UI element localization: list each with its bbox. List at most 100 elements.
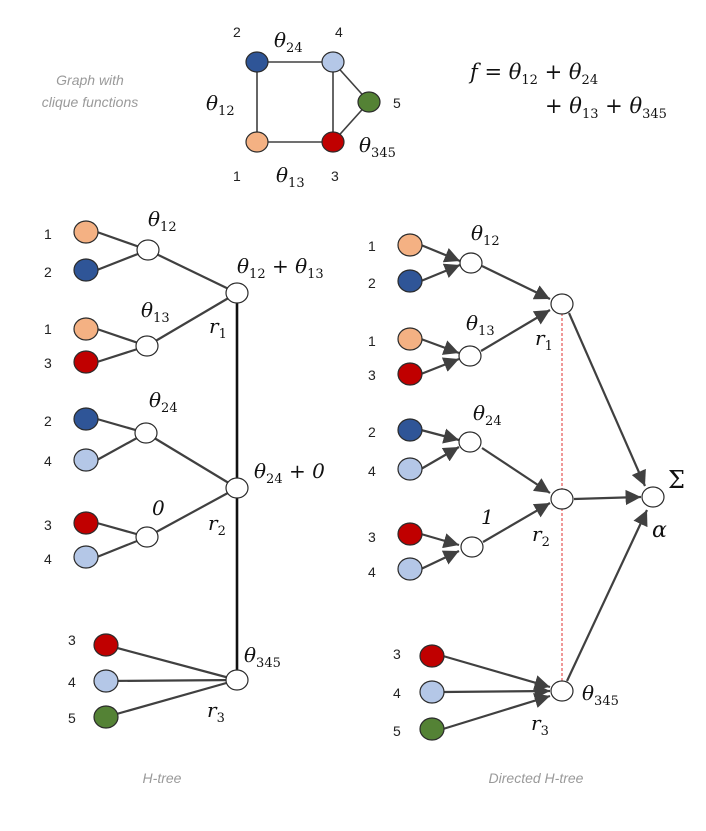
htree-leaf-label: 4	[44, 453, 52, 469]
directed-inner-label: θ13​	[466, 311, 495, 339]
graph-clique-theta13: θ13​	[276, 163, 305, 191]
htree-leaf-label: 1	[44, 226, 52, 242]
directed-edge	[481, 265, 551, 300]
htree-edge	[105, 678, 238, 683]
h-tree-panel: 1 2 1 3 2 4 3 4 3 4 5 θ12​ θ13​ θ24​ 0 r…	[44, 207, 325, 786]
htree-root-label: r3​	[207, 698, 225, 726]
graph-label-3: 3	[331, 168, 339, 184]
directed-leaf-3	[419, 644, 445, 668]
htree-leaf-label: 4	[68, 674, 76, 690]
directed-leaf-3	[397, 362, 423, 386]
htree-leaf-label: 3	[44, 517, 52, 533]
directed-root-r3	[550, 680, 574, 702]
directed-edge	[420, 446, 460, 470]
htree-root-value: θ12​ + θ13​	[237, 254, 324, 282]
htree-inner-theta12	[136, 239, 160, 261]
directed-leaf-label: 4	[368, 564, 376, 580]
htree-edge	[145, 432, 238, 489]
directed-edge	[442, 654, 551, 691]
directed-edge	[420, 263, 461, 283]
graph-panel: Graph with clique functions 2 4 1 3 5 θ2…	[42, 24, 667, 191]
htree-inner-label: θ13​	[141, 298, 170, 326]
directed-leaf-label: 4	[393, 685, 401, 701]
htree-inner-label: θ12​	[148, 207, 177, 235]
directed-inner-theta24	[458, 431, 482, 453]
directed-inner-one	[460, 536, 484, 558]
directed-edge	[420, 532, 460, 549]
directed-leaf-1	[397, 327, 423, 351]
htree-root-label: r1​	[209, 314, 227, 342]
sum-symbol: Σ	[668, 466, 685, 494]
directed-root-label: r1​	[535, 326, 553, 354]
directed-leaf-label: 5	[393, 723, 401, 739]
htree-leaf-2	[73, 407, 99, 431]
graph-vertex-5	[357, 91, 381, 113]
htree-edge	[105, 643, 238, 682]
directed-leaf-3	[397, 522, 423, 546]
graph-vertex-3	[321, 131, 345, 153]
directed-leaf-label: 3	[393, 646, 401, 662]
directed-edge	[420, 428, 460, 444]
htree-root-r2	[225, 477, 249, 499]
directed-leaf-label: 3	[368, 367, 376, 383]
directed-inner-label: θ24​	[473, 401, 502, 429]
directed-inner-label: θ12​	[471, 221, 500, 249]
directed-leaf-label: 1	[368, 333, 376, 349]
directed-edge	[420, 337, 460, 355]
graph-vertex-1	[245, 131, 269, 153]
htree-edge	[146, 487, 238, 538]
htree-root-label: r2​	[208, 511, 226, 539]
htree-root-r1	[225, 282, 249, 304]
directed-edge	[573, 489, 642, 506]
directed-root-label: r3​	[531, 711, 549, 739]
htree-inner-zero	[135, 526, 159, 548]
directed-leaf-4	[397, 457, 423, 481]
directed-alpha-node	[641, 486, 665, 508]
graph-label-5: 5	[393, 95, 401, 111]
htree-leaf-4	[73, 448, 99, 472]
directed-leaf-label: 3	[368, 529, 376, 545]
directed-leaf-5	[419, 717, 445, 741]
directed-leaf-1	[397, 233, 423, 257]
directed-edge	[567, 312, 647, 487]
directed-inner-theta12	[459, 252, 483, 274]
htree-leaf-label: 2	[44, 413, 52, 429]
htree-leaf-5	[93, 705, 119, 729]
directed-edge	[481, 447, 551, 494]
htree-inner-label: θ24​	[149, 388, 178, 416]
graph-vertex-2	[245, 51, 269, 73]
directed-leaf-label: 4	[368, 463, 376, 479]
htree-leaf-1	[73, 220, 99, 244]
graph-caption-line1: Graph with	[56, 72, 124, 88]
htree-leaf-label: 4	[44, 551, 52, 567]
directed-root-value: θ345​	[582, 681, 619, 709]
htree-leaf-3	[93, 633, 119, 657]
htree-edge	[146, 292, 238, 347]
htree-leaf-2	[73, 258, 99, 282]
graph-clique-theta345: θ345​	[359, 133, 396, 161]
directed-leaf-label: 2	[368, 275, 376, 291]
htree-leaf-label: 5	[68, 710, 76, 726]
directed-inner-label: 1	[481, 505, 494, 529]
h-tree-caption: H-tree	[143, 770, 182, 786]
directed-h-tree-panel: 1 2 1 3 2 4 3 4 3 4 5 θ12​ θ13​ θ24​ 1 r…	[368, 221, 685, 786]
directed-leaf-label: 1	[368, 238, 376, 254]
htree-leaf-4	[93, 669, 119, 693]
directed-edge	[566, 509, 648, 682]
formula-line1: f = θ12​ + θ24​	[468, 60, 598, 88]
graph-label-2: 2	[233, 24, 241, 40]
htree-edge	[105, 678, 238, 719]
directed-edge	[420, 550, 460, 570]
htree-inner-theta13	[135, 335, 159, 357]
directed-h-tree-caption: Directed H-tree	[489, 770, 584, 786]
directed-leaf-label: 2	[368, 424, 376, 440]
directed-edge	[442, 693, 551, 731]
htree-leaf-4	[73, 545, 99, 569]
htree-edge	[147, 249, 238, 294]
directed-leaf-4	[419, 680, 445, 704]
htree-leaf-label: 3	[44, 355, 52, 371]
htree-root-r3	[225, 669, 249, 691]
graph-label-4: 4	[335, 24, 343, 40]
directed-edge	[420, 357, 460, 376]
